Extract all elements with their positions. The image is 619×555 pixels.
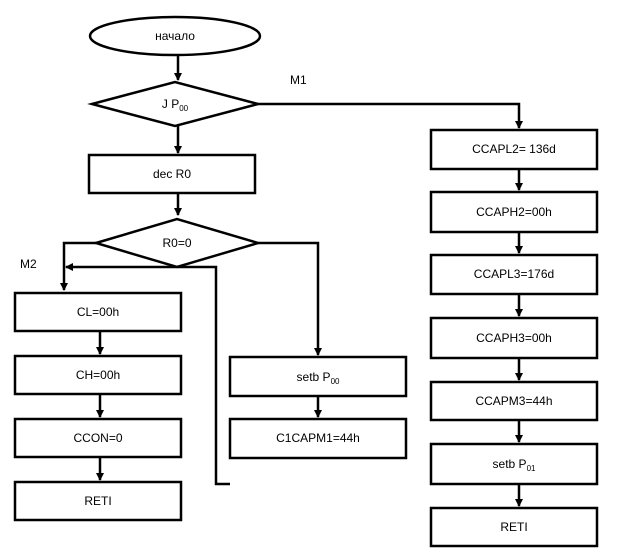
decision-jp00-label: J P00 [162,97,189,113]
process-setb-p01: setb P01 [429,442,599,486]
connectors [60,56,523,507]
process-ccapm3: CCAPM3=44h [429,380,599,422]
decision-r0-label: R0=0 [162,236,191,250]
process-setb-p00: setb P00 [228,355,408,398]
decision-r0: R0=0 [91,217,263,269]
process-reti-left: RETI [13,480,183,522]
process-ccaph3: CCAPH3=00h [429,316,599,360]
process-ccapl3: CCAPL3=176d [429,253,599,296]
label-m2: M2 [20,257,37,271]
process-ccapl2: CCAPL2= 136d [429,128,599,171]
ch-label: CH=00h [76,368,120,382]
setb-p00-label: setb P00 [297,370,340,386]
process-reti-right: RETI [429,506,599,548]
process-cl: CL=00h [13,291,183,333]
ccon-label: CCON=0 [73,431,122,445]
ccapl3-label: CCAPL3=176d [474,267,554,281]
dec-r0-label: dec R0 [153,167,191,181]
start-terminator: начало [88,15,262,57]
process-dec-r0: dec R0 [87,153,257,195]
process-ccon: CCON=0 [13,417,183,459]
process-c1capm1: C1CAPM1=44h [228,417,408,460]
ccaph2-label: CCAPH2=00h [476,205,552,219]
reti-left-label: RETI [84,494,111,508]
arrow-loop-back [65,263,230,486]
process-ccaph2: CCAPH2=00h [429,190,599,234]
arrow-r0-no-to-setb [258,241,322,356]
start-label: начало [155,29,195,43]
process-ch: CH=00h [13,354,183,396]
label-m1: M1 [290,73,307,87]
arrow-jp-to-m1 [258,102,523,129]
reti-right-label: RETI [500,520,527,534]
cl-label: CL=00h [77,305,119,319]
c1capm1-label: C1CAPM1=44h [276,431,360,445]
ccapl2-label: CCAPL2= 136d [472,142,556,156]
setb-p01-label: setb P01 [493,457,536,473]
arrow-r0-yes-to-m2 [60,241,96,291]
decision-jp00: J P00 [87,80,263,128]
ccapm3-label: CCAPM3=44h [475,394,552,408]
ccaph3-label: CCAPH3=00h [476,331,552,345]
